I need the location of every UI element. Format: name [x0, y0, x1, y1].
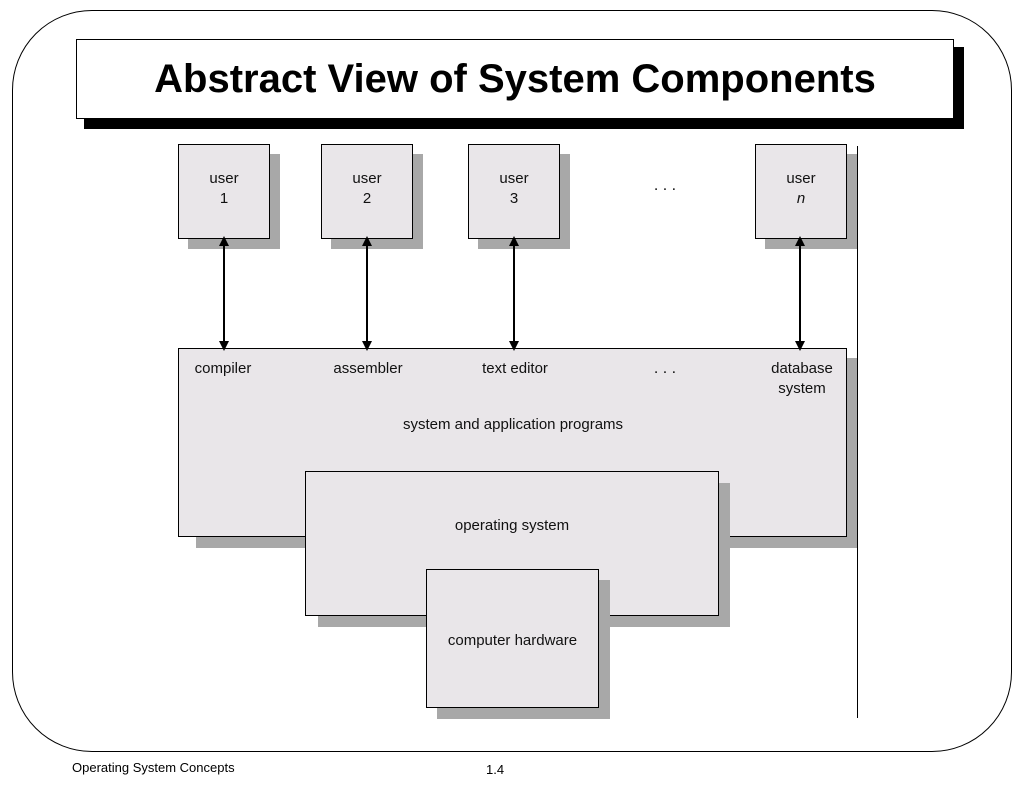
user-1-box: user 1	[178, 144, 270, 239]
program-database-line2: system	[778, 380, 826, 397]
program-database-line1: database	[771, 360, 833, 377]
program-ellipsis: . . .	[653, 360, 677, 377]
user-n-box: user n	[755, 144, 847, 239]
user-n-number: n	[796, 190, 806, 207]
slide-frame	[12, 10, 1012, 752]
hardware-layer-label: computer hardware	[447, 632, 578, 649]
user-3-box: user 3	[468, 144, 560, 239]
program-assembler: assembler	[333, 360, 403, 377]
user-3-number: 3	[509, 190, 519, 207]
footer-course-name: Operating System Concepts	[72, 760, 235, 775]
user-1-label: user 1	[179, 169, 269, 209]
user-2-label: user 2	[322, 169, 412, 209]
vertical-divider	[857, 146, 858, 718]
title-box: Abstract View of System Components	[76, 39, 954, 119]
hardware-layer-box	[426, 569, 599, 708]
user-n-text: user	[786, 170, 816, 187]
os-layer-label: operating system	[454, 517, 570, 534]
user-2-text: user	[352, 170, 382, 187]
user-1-number: 1	[219, 190, 229, 207]
user-1-text: user	[209, 170, 239, 187]
program-compiler: compiler	[194, 360, 252, 377]
programs-layer-label: system and application programs	[402, 416, 624, 433]
user-2-box: user 2	[321, 144, 413, 239]
user-3-text: user	[499, 170, 529, 187]
program-text-editor: text editor	[482, 360, 548, 377]
footer-page-number: 1.4	[486, 762, 505, 777]
user-n-label: user n	[756, 169, 846, 209]
user-ellipsis: . . .	[653, 177, 677, 194]
user-2-number: 2	[362, 190, 372, 207]
slide-title: Abstract View of System Components	[154, 56, 876, 101]
user-3-label: user 3	[469, 169, 559, 209]
